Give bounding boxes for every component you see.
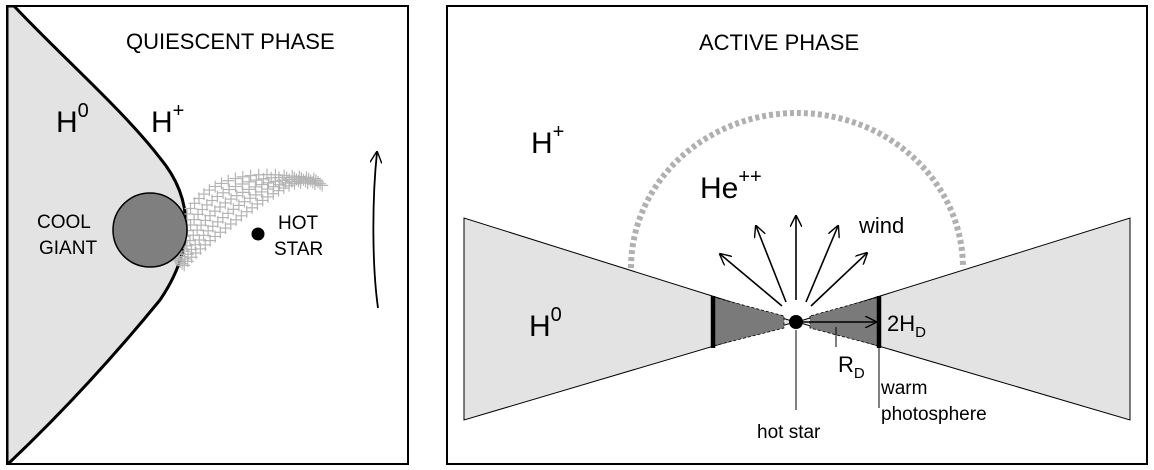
- mass-stream: [169, 168, 329, 272]
- cool-giant-label-line1: COOL: [37, 212, 91, 233]
- hot-star-dot: [789, 315, 803, 329]
- neutral-hydrogen-label: H0: [529, 304, 562, 343]
- wind-label: wind: [858, 213, 904, 238]
- hot-star-label: hot star: [757, 422, 821, 443]
- active-panel: ACTIVE PHASE H+ He++ H0 wind 2HD RD warm…: [446, 5, 1148, 465]
- disk-height-label: 2HD: [887, 311, 926, 341]
- wind-arrow: [756, 226, 787, 303]
- ionized-hydrogen-label: H+: [151, 100, 184, 139]
- wind-arrow: [720, 254, 783, 307]
- disk-radius-label: RD: [838, 352, 865, 382]
- ionized-hydrogen-label: H+: [531, 121, 564, 160]
- wind-arrows: [720, 216, 867, 307]
- warm-photosphere-label-line1: warm: [880, 378, 927, 399]
- cool-giant: [112, 192, 188, 268]
- neutral-disk-right-wedge: [795, 217, 1131, 421]
- active-frame: [446, 5, 1148, 465]
- neutral-hydrogen-label: H0: [56, 100, 89, 139]
- wind-arrow: [810, 253, 867, 307]
- orbital-motion-arrow: [373, 152, 378, 309]
- warm-photosphere-label-line2: photosphere: [881, 404, 987, 425]
- doubly-ionized-helium-label: He++: [700, 166, 762, 205]
- neutral-disk-left-wedge: [463, 217, 797, 421]
- quiescent-panel: QUIESCENT PHASE H0 H+ COOL GIANT HOT STA…: [6, 5, 409, 465]
- wind-arrow: [805, 226, 838, 303]
- hot-star-label-line2: STAR: [274, 239, 323, 260]
- quiescent-phase-title: QUIESCENT PHASE: [126, 29, 335, 54]
- helium-ionized-shell: [628, 110, 966, 269]
- hot-star-label-line1: HOT: [278, 213, 319, 234]
- hot-star-dot: [251, 227, 265, 241]
- cool-giant-label-line2: GIANT: [39, 238, 97, 259]
- active-phase-title: ACTIVE PHASE: [699, 30, 859, 55]
